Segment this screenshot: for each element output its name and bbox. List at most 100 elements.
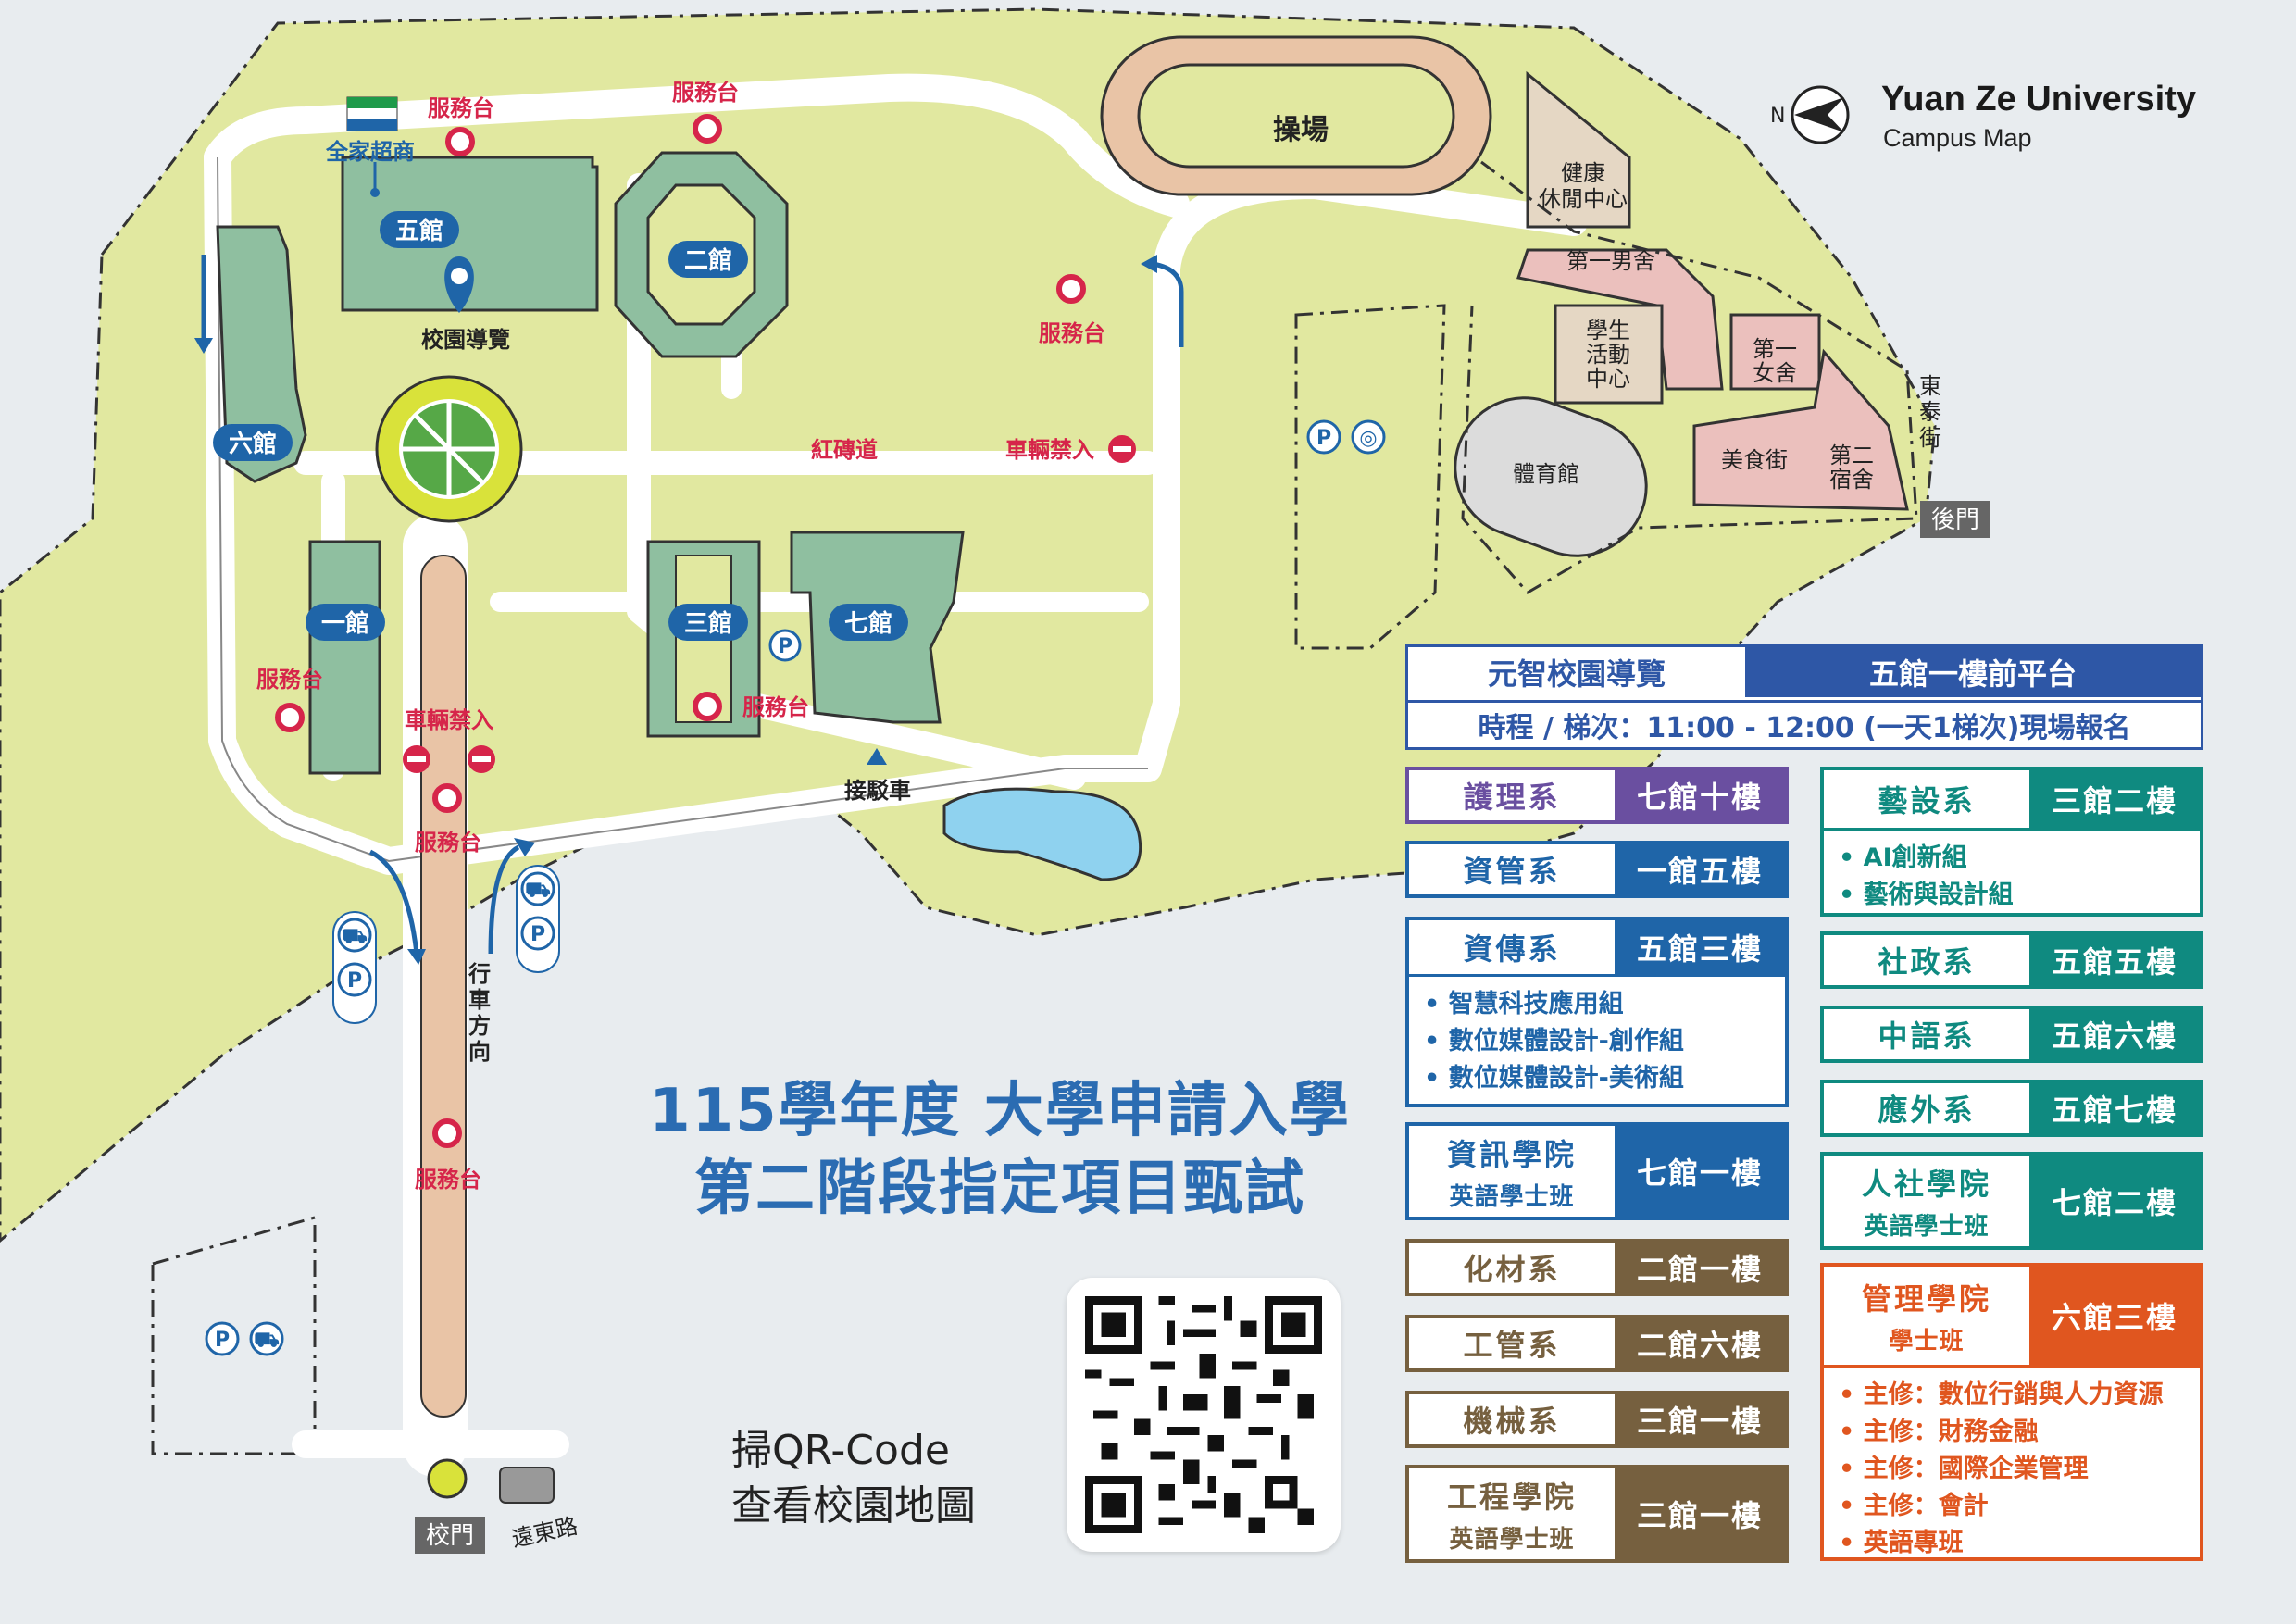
dept-location: 二館六樓 bbox=[1615, 1318, 1785, 1368]
building-6 bbox=[216, 225, 307, 483]
dept-name: 資管系 bbox=[1463, 854, 1561, 889]
roundabout-pattern bbox=[401, 401, 497, 497]
health-center bbox=[1526, 70, 1631, 229]
family-mart-label: 全家超商 bbox=[325, 139, 415, 165]
dept-subgroups: 主修：數位行銷與人力資源 主修：財務金融 主修：國際企業管理 主修：會計 英語專… bbox=[1824, 1365, 2200, 1571]
brick-road-label: 紅磚道 bbox=[811, 437, 878, 463]
dept-subgroups: AI創新組 藝術與設計組 bbox=[1824, 828, 2200, 923]
dept-program: 英語學士班 bbox=[1449, 1182, 1575, 1211]
parking-icon-1 bbox=[768, 629, 802, 662]
building-5-label: 五館 bbox=[395, 217, 443, 245]
university-name: Yuan Ze University bbox=[1881, 80, 2197, 119]
dept-card: 人社學院 英語學士班 七館二樓 bbox=[1820, 1152, 2203, 1250]
building-5 bbox=[341, 156, 599, 312]
building-3-label: 三館 bbox=[684, 609, 732, 638]
female-dorm-label: 第一女舍 bbox=[1753, 336, 1797, 386]
dorm-area-boundary bbox=[1461, 160, 1918, 594]
service-desk-label-6: 服務台 bbox=[415, 830, 481, 856]
dept-card: 管理學院 學士班 六館三樓 主修：數位行銷與人力資源 主修：財務金融 主修：國際… bbox=[1820, 1263, 2203, 1561]
dept-location: 一館五樓 bbox=[1615, 844, 1785, 894]
dept-card: 工管系 二館六樓 bbox=[1405, 1315, 1789, 1372]
playground bbox=[1100, 35, 1492, 196]
student-center bbox=[1554, 304, 1664, 405]
dept-card: 護理系 七館十樓 bbox=[1405, 767, 1789, 824]
dept-location: 七館二樓 bbox=[2029, 1156, 2200, 1246]
dept-subgroup: 藝術與設計組 bbox=[1839, 877, 2185, 914]
car-icon-2 bbox=[520, 871, 555, 906]
dept-subgroup: 主修：會計 bbox=[1839, 1488, 2185, 1525]
qr-code-pattern bbox=[1085, 1296, 1322, 1533]
qr-caption-line1: 掃QR-Code bbox=[731, 1427, 950, 1474]
dept-name: 中語系 bbox=[1878, 1018, 1976, 1054]
building-6-label: 六館 bbox=[229, 430, 277, 458]
dept-subgroup: 主修：財務金融 bbox=[1839, 1414, 2185, 1451]
pond bbox=[942, 787, 1142, 881]
direction-arrow-3 bbox=[368, 849, 419, 955]
driving-direction-label: 行車方向 bbox=[468, 961, 491, 1065]
svg-text:P: P bbox=[347, 969, 362, 993]
building-7-tag bbox=[829, 604, 908, 641]
qr-code[interactable] bbox=[1067, 1278, 1341, 1552]
service-desk-label-4: 服務台 bbox=[256, 667, 323, 693]
dept-program: 英語學士班 bbox=[1864, 1212, 1990, 1241]
car-icon-3 bbox=[249, 1321, 284, 1356]
svg-text:⛟: ⛟ bbox=[525, 879, 551, 902]
dept-name: 工管系 bbox=[1463, 1328, 1561, 1363]
parking-icon-5 bbox=[205, 1321, 240, 1356]
gate-booth-icon bbox=[499, 1467, 555, 1504]
service-desk-icon-5 bbox=[693, 692, 722, 721]
service-desk-label-2: 服務台 bbox=[672, 80, 739, 106]
compass-icon bbox=[1791, 85, 1850, 144]
dept-location: 三館一樓 bbox=[1615, 1468, 1785, 1559]
car-icon-1 bbox=[337, 918, 372, 953]
dept-card: 資訊學院 英語學士班 七館一樓 bbox=[1405, 1122, 1789, 1220]
service-desk-icon-2 bbox=[693, 114, 722, 144]
front-gate-label: 校門 bbox=[426, 1522, 474, 1550]
dept-subgroup: 主修：國際企業管理 bbox=[1839, 1451, 2185, 1488]
front-gate-tag bbox=[415, 1517, 485, 1554]
building-7-label: 七館 bbox=[844, 609, 892, 638]
gym-label: 體育館 bbox=[1513, 461, 1579, 487]
svg-text:⛟: ⛟ bbox=[254, 1329, 280, 1352]
dept-name: 資訊學院 bbox=[1446, 1136, 1577, 1172]
dept-name: 工程學院 bbox=[1446, 1479, 1577, 1515]
no-vehicles-label-2: 車輛禁入 bbox=[405, 707, 493, 733]
service-desk-icon-3 bbox=[1056, 274, 1086, 304]
dept-name: 護理系 bbox=[1463, 780, 1561, 815]
dept-card: 應外系 五館七樓 bbox=[1820, 1080, 2203, 1137]
service-desk-label-7: 服務台 bbox=[415, 1167, 481, 1193]
dept-name: 資傳系 bbox=[1463, 931, 1561, 967]
median-strip bbox=[420, 555, 467, 1418]
dept-location: 七館一樓 bbox=[1615, 1126, 1785, 1217]
svg-text:P: P bbox=[778, 635, 792, 658]
shuttle-icon bbox=[867, 748, 887, 765]
dept-location: 三館一樓 bbox=[1615, 1394, 1785, 1444]
event-title-line2: 第二階段指定項目甄試 bbox=[694, 1155, 1305, 1223]
food-street-label: 美食街 bbox=[1721, 447, 1788, 473]
dept-program: 英語學士班 bbox=[1449, 1525, 1575, 1554]
gate-signal-icon bbox=[427, 1458, 468, 1499]
building-1 bbox=[308, 540, 381, 775]
dept-location: 五館七樓 bbox=[2029, 1083, 2200, 1133]
dept-card: 社政系 五館五樓 bbox=[1820, 931, 2203, 989]
dept-name: 應外系 bbox=[1878, 1093, 1976, 1128]
male-dorm-label: 第一男舍 bbox=[1566, 248, 1655, 274]
campus-tour-label: 校園導覽 bbox=[421, 327, 510, 353]
service-desk-icon-7 bbox=[432, 1118, 462, 1148]
dept-card: 工程學院 英語學士班 三館一樓 bbox=[1405, 1465, 1789, 1563]
dept-subgroup: 英語專班 bbox=[1839, 1525, 2185, 1562]
dept-name: 社政系 bbox=[1878, 944, 1976, 980]
parking-icon-3 bbox=[337, 962, 372, 997]
road-label: 遠東路 bbox=[509, 1513, 580, 1552]
dept-program: 學士班 bbox=[1889, 1327, 1965, 1355]
east-area bbox=[1294, 304, 1446, 650]
dept-name: 管理學院 bbox=[1861, 1280, 1991, 1317]
campus-tour-pin-icon bbox=[444, 256, 474, 313]
direction-arrow-2 bbox=[1152, 261, 1184, 347]
dept-subgroup: 智慧科技應用組 bbox=[1424, 986, 1770, 1023]
campus-ground bbox=[0, 7, 1937, 1243]
dept-location: 三館二樓 bbox=[2029, 770, 2200, 828]
service-desk-label-3: 服務台 bbox=[1039, 320, 1105, 346]
service-desk-icon-1 bbox=[445, 127, 475, 156]
